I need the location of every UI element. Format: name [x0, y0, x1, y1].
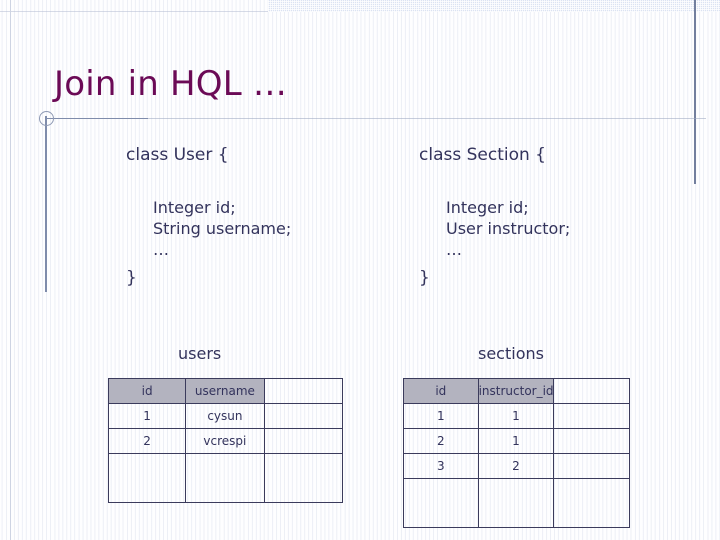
column-header: id — [107, 378, 187, 404]
table-sections: id instructor_id 1 1 2 1 3 2 — [403, 378, 630, 528]
class-block-section: class Section { Integer id; User instruc… — [419, 144, 570, 289]
cell-spacer — [553, 403, 630, 429]
cell-instructor-id: 2 — [477, 453, 555, 479]
right-vertical-rule — [694, 0, 696, 184]
table-row: 3 2 — [403, 453, 630, 479]
title-underline-long — [46, 118, 706, 119]
column-header: username — [185, 378, 265, 404]
class-field-ellipsis: … — [153, 240, 169, 259]
class-field: Integer id; — [446, 198, 529, 217]
table-row-empty — [403, 478, 630, 528]
cell-id: 1 — [403, 403, 479, 429]
cell-empty — [477, 478, 555, 528]
table-row: 2 1 — [403, 428, 630, 454]
cell-empty — [185, 453, 265, 503]
class-header-user: class User { — [126, 145, 229, 165]
cell-id: 3 — [403, 453, 479, 479]
cell-spacer — [553, 453, 630, 479]
table-row-empty — [107, 453, 344, 503]
cell-spacer — [553, 478, 630, 528]
column-header: instructor_id — [477, 378, 555, 404]
cell-instructor-id: 1 — [477, 403, 555, 429]
cell-spacer — [263, 403, 344, 429]
cell-username: vcrespi — [185, 428, 265, 454]
cell-spacer — [263, 453, 344, 503]
class-field: String username; — [153, 219, 292, 238]
class-field-ellipsis: … — [446, 240, 462, 259]
table-header-row: id instructor_id — [403, 378, 630, 404]
column-header-spacer — [553, 378, 630, 404]
title-underline — [46, 118, 148, 119]
table-row: 1 1 — [403, 403, 630, 429]
table-row: 1 cysun — [107, 403, 344, 429]
cell-id: 2 — [107, 428, 187, 454]
class-fields-user: Integer id; String username; … } — [126, 197, 292, 289]
column-header-spacer — [263, 378, 344, 404]
class-block-user: class User { Integer id; String username… — [126, 144, 291, 289]
cell-id: 2 — [403, 428, 479, 454]
cell-spacer — [553, 428, 630, 454]
left-vertical-rule — [45, 116, 47, 292]
top-banner-decoration — [268, 0, 720, 12]
cell-spacer — [263, 428, 344, 454]
class-header-section: class Section { — [419, 145, 546, 165]
class-close-brace-user: } — [126, 268, 137, 288]
bullet-circle-icon — [39, 111, 54, 126]
cell-instructor-id: 1 — [477, 428, 555, 454]
class-field: Integer id; — [153, 198, 236, 217]
table-caption-users: users — [178, 344, 222, 363]
table-row: 2 vcrespi — [107, 428, 344, 454]
column-header: id — [403, 378, 479, 404]
class-close-brace-section: } — [419, 268, 430, 288]
class-fields-section: Integer id; User instructor; … } — [419, 197, 571, 289]
cell-username: cysun — [185, 403, 265, 429]
class-field: User instructor; — [446, 219, 571, 238]
table-users: id username 1 cysun 2 vcrespi — [107, 378, 344, 503]
cell-empty — [107, 453, 187, 503]
table-header-row: id username — [107, 378, 344, 404]
page-title: Join in HQL … — [54, 64, 288, 104]
table-caption-sections: sections — [478, 344, 544, 363]
cell-id: 1 — [107, 403, 187, 429]
cell-empty — [403, 478, 479, 528]
